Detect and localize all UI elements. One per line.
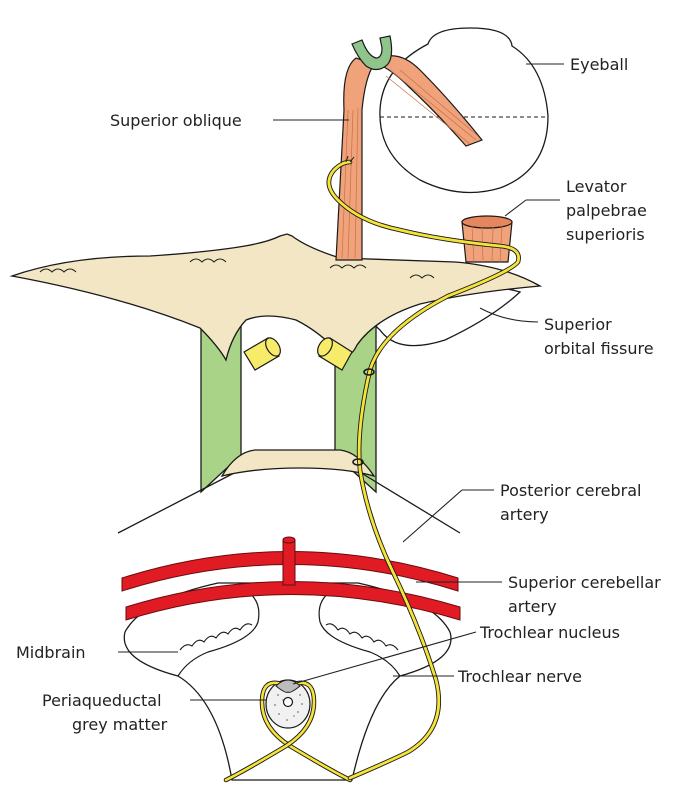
label-levator-line3: superioris [566,225,645,244]
label-pca-line2: artery [500,505,549,524]
dorsum-sellae [222,450,374,476]
label-pag-line1: Periaqueductal [42,691,162,710]
levator-cut-surface [462,216,512,228]
label-pag-line2: grey matter [72,715,168,734]
label-eyeball: Eyeball [570,55,628,74]
tentorium-edge-left [118,471,238,533]
label-superior-oblique: Superior oblique [110,111,242,130]
superior-oblique-muscle [336,58,374,260]
basilar-artery [283,540,295,585]
label-sof-line2: orbital fissure [544,339,654,358]
label-sca-line2: artery [508,597,557,616]
label-levator-line2: palpebrae [566,201,647,220]
label-midbrain: Midbrain [16,643,86,662]
label-pca-line1: Posterior cerebral [500,481,642,500]
label-sof-line1: Superior [544,315,612,334]
label-trochlear-nucleus: Trochlear nucleus [479,623,620,642]
eyeball [380,28,548,193]
basilar-artery-cut [283,537,295,543]
cerebral-aqueduct [284,698,293,707]
label-levator-line1: Levator [566,177,627,196]
label-trochlear-nerve: Trochlear nerve [457,667,582,686]
vessel-stub-left [244,335,283,370]
label-sca-line1: Superior cerebellar [508,573,661,592]
